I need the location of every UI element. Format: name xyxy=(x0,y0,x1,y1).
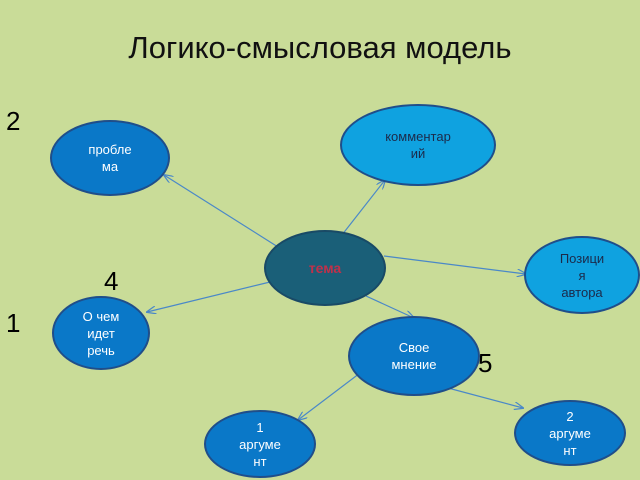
node-topic: тема xyxy=(264,230,386,306)
node-about-label: О чем идет речь xyxy=(82,308,120,358)
label-number-1: 1 xyxy=(6,308,21,338)
node-topic-label: тема xyxy=(308,259,342,276)
node-about: О чем идет речь xyxy=(52,296,150,370)
node-own-opinion: Свое мнение xyxy=(348,316,480,396)
label-number-2: 2 xyxy=(6,106,21,136)
node-argument-1: 1 аргуме нт xyxy=(204,410,316,478)
arrow-to-about xyxy=(147,281,271,312)
node-own-opinion-label: Свое мнение xyxy=(391,340,437,372)
arrow-to-arg1 xyxy=(298,369,365,420)
node-argument-1-label: 1 аргуме нт xyxy=(239,419,281,469)
arrow-to-problem xyxy=(164,175,279,248)
node-argument-2: 2 аргуме нт xyxy=(514,400,626,466)
page-title: Логико-смысловая модель xyxy=(128,30,512,65)
arrow-to-opinion xyxy=(365,295,414,318)
node-problem-label: пробле ма xyxy=(88,142,132,174)
node-author-position: Позици я автора xyxy=(524,236,640,314)
node-comment: комментар ий xyxy=(340,104,496,186)
node-comment-label: комментар ий xyxy=(385,129,451,161)
arrow-to-arg2 xyxy=(447,387,523,408)
node-author-position-label: Позици я автора xyxy=(559,250,605,300)
arrow-to-position xyxy=(383,255,526,274)
label-number-5: 5 xyxy=(478,348,493,378)
arrow-to-comment xyxy=(337,180,385,241)
node-argument-2-label: 2 аргуме нт xyxy=(549,408,591,458)
node-problem: пробле ма xyxy=(50,120,170,196)
label-number-4: 4 xyxy=(104,266,119,296)
